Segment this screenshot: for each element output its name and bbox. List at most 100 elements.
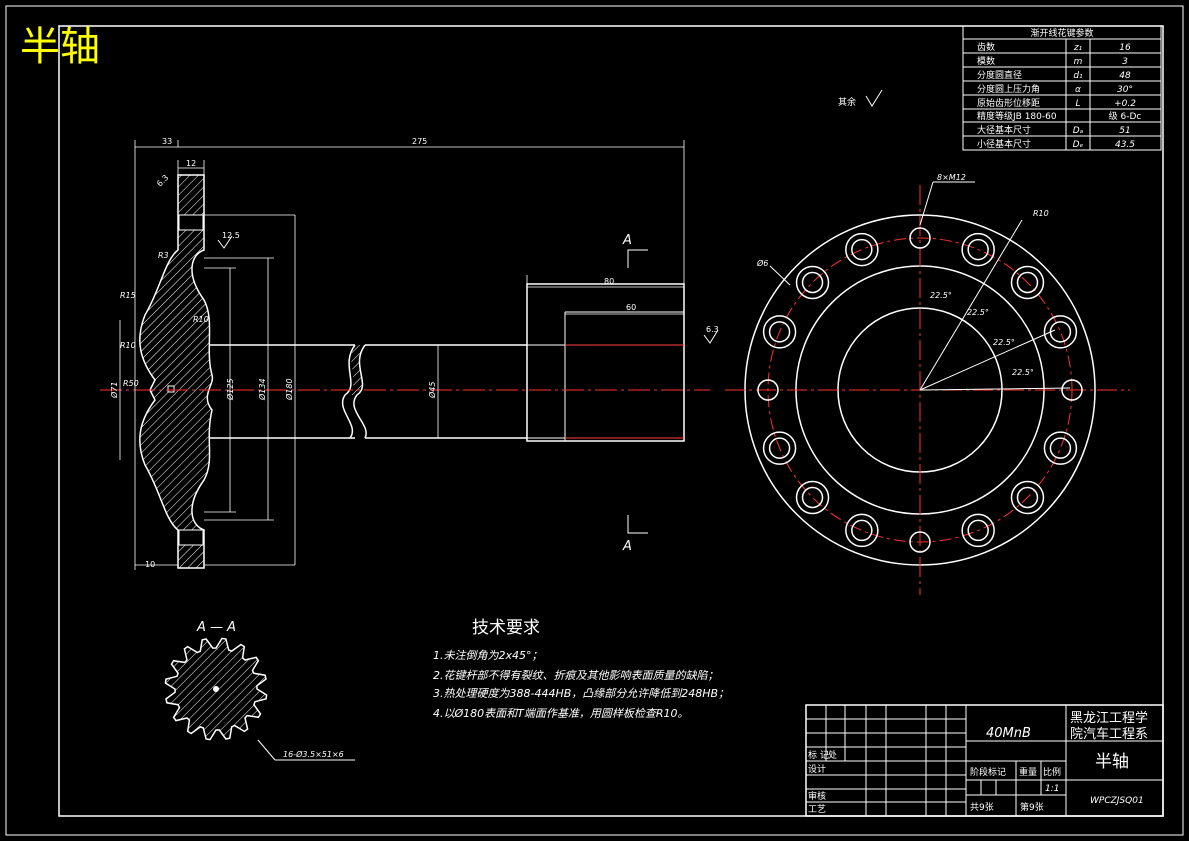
section-mark-bottom: A xyxy=(622,539,632,554)
spline-row-value: 3 xyxy=(1122,57,1128,67)
label-weight: 重量 xyxy=(1019,766,1037,778)
spline-row-name: 分度圆直径 xyxy=(977,69,1022,81)
bolt-hole xyxy=(1010,265,1045,300)
bolt-hole xyxy=(845,513,879,548)
dim-r3: R3 xyxy=(158,251,169,260)
section-mark-top: A xyxy=(622,233,632,248)
material: 40MnB xyxy=(986,726,1031,741)
dim-phi56: Ø6 xyxy=(756,258,768,268)
label-check: 审核 xyxy=(808,790,826,802)
spline-table-title: 渐开线花键参数 xyxy=(1030,27,1093,39)
dim-10: 10 xyxy=(145,560,155,569)
angle-4: 22.5° xyxy=(1012,368,1034,377)
spline-row-symbol: Dₑ xyxy=(1073,140,1084,150)
bolt-hole-inner xyxy=(801,271,824,294)
roughness-icon xyxy=(703,329,719,344)
rough-12-5: 12.5 xyxy=(222,231,240,240)
bolt-hole-inner xyxy=(851,238,873,261)
dim-r10-c: R10 xyxy=(1033,209,1049,218)
dim-phi134: Ø134 xyxy=(257,378,267,401)
side-view-dimensions xyxy=(119,140,685,570)
label-scale: 比例 xyxy=(1043,766,1061,778)
bolt-hole-inner xyxy=(1016,271,1039,294)
spline-row-symbol: z₁ xyxy=(1073,43,1083,53)
bolt-holes xyxy=(757,227,1083,553)
school-line-2: 院汽车工程系 xyxy=(1070,726,1148,742)
bolt-hole-inner xyxy=(1016,486,1039,509)
spline-row-symbol: α xyxy=(1075,85,1081,95)
spline-row-name: 分度圆上压力角 xyxy=(977,83,1040,95)
bolt-hole xyxy=(1010,480,1045,515)
spline-row-value: 51 xyxy=(1119,126,1130,136)
spline-row-value: 级 6-Dc xyxy=(1109,110,1142,122)
bolt-hole-inner xyxy=(967,238,989,261)
bolt-hole xyxy=(762,315,797,349)
dim-holes: 8×M12 xyxy=(937,173,966,182)
shaft-side-view xyxy=(100,174,710,569)
dim-275: 275 xyxy=(412,137,427,146)
spline-row-name: 大径基本尺寸 xyxy=(977,124,1031,136)
outer-border xyxy=(5,5,1184,836)
spline-row-name: 模数 xyxy=(977,55,995,67)
spline-table-rows: 齿数 z₁ 16 模数 m 3 分度圆直径 d₁ 48 分度圆上压力角 α 30… xyxy=(977,41,1141,150)
spline-row-value: 16 xyxy=(1119,43,1131,53)
angle-1: 22.5° xyxy=(930,291,952,300)
roughness-rest-label: 其余 xyxy=(838,96,856,108)
scale-value: 1:1 xyxy=(1045,784,1059,794)
label-mark: 标 记 xyxy=(808,749,829,761)
bolt-hole xyxy=(909,531,931,553)
spline-callout: 16-Ø3.5×51×6 xyxy=(283,749,344,759)
bolt-hole xyxy=(1061,379,1083,401)
drawing-number: WPCZJSQ01 xyxy=(1090,796,1144,806)
dim-12: 12 xyxy=(186,159,196,168)
dim-r10-b: R10 xyxy=(120,341,136,350)
title-block-grid xyxy=(805,704,1164,817)
part-name: 半轴 xyxy=(1095,752,1129,772)
dim-80: 80 xyxy=(604,277,614,286)
angle-3: 22.5° xyxy=(993,338,1015,347)
roughness-symbol-icon xyxy=(865,89,883,107)
spline-parameter-table xyxy=(962,25,1162,151)
dim-phi71: Ø71 xyxy=(109,382,119,399)
spline-row-name: 齿数 xyxy=(977,41,995,53)
sheets-total: 共9张 xyxy=(970,802,994,813)
dim-33: 33 xyxy=(162,137,172,146)
dim-phi180: Ø180 xyxy=(284,378,294,401)
school-line-1: 黑龙江工程学 xyxy=(1070,710,1148,726)
spline-row-symbol: d₁ xyxy=(1073,71,1083,81)
flange-end-view xyxy=(725,185,1130,595)
spline-row-value: 30° xyxy=(1117,85,1133,95)
bolt-hole-inner xyxy=(851,519,873,542)
dim-phi125: Ø125 xyxy=(225,378,235,401)
bolt-hole-inner xyxy=(768,321,791,343)
bolt-hole-inner xyxy=(1049,321,1072,343)
bolt-hole-inner xyxy=(801,486,824,509)
bolt-hole-inner xyxy=(967,519,989,542)
bolt-hole xyxy=(795,480,830,515)
spline-row-symbol: Dₐ xyxy=(1073,126,1084,136)
label-design: 设计 xyxy=(808,763,826,775)
stamp-title: 半轴 xyxy=(20,24,100,70)
dim-r50: R50 xyxy=(123,379,139,388)
spline-row-value: 43.5 xyxy=(1115,140,1135,150)
tech-line-4: 4.以Ø180表面和T端面作基准，用圆样板检查R10。 xyxy=(433,707,689,720)
bolt-hole xyxy=(757,379,779,401)
bolt-hole xyxy=(1043,315,1078,349)
spline-row-value: 48 xyxy=(1119,71,1131,81)
inner-border xyxy=(58,25,1164,817)
break-left xyxy=(342,344,356,439)
angle-2: 22.5° xyxy=(967,308,989,317)
bolt-hole-inner xyxy=(1049,437,1072,459)
bolt-hole xyxy=(845,232,879,267)
dim-r15: R15 xyxy=(120,291,136,300)
label-stage: 阶段标记 xyxy=(970,766,1006,778)
spline-row-value: +0.2 xyxy=(1114,99,1136,109)
bolt-hole xyxy=(909,227,931,249)
bolt-hole xyxy=(762,431,797,465)
tech-line-1: 1.未注倒角为2x45°； xyxy=(433,649,543,662)
dim-60: 60 xyxy=(626,303,636,312)
section-view-title: A — A xyxy=(196,620,236,635)
section-markers xyxy=(627,249,648,534)
bolt-hole xyxy=(961,513,995,548)
